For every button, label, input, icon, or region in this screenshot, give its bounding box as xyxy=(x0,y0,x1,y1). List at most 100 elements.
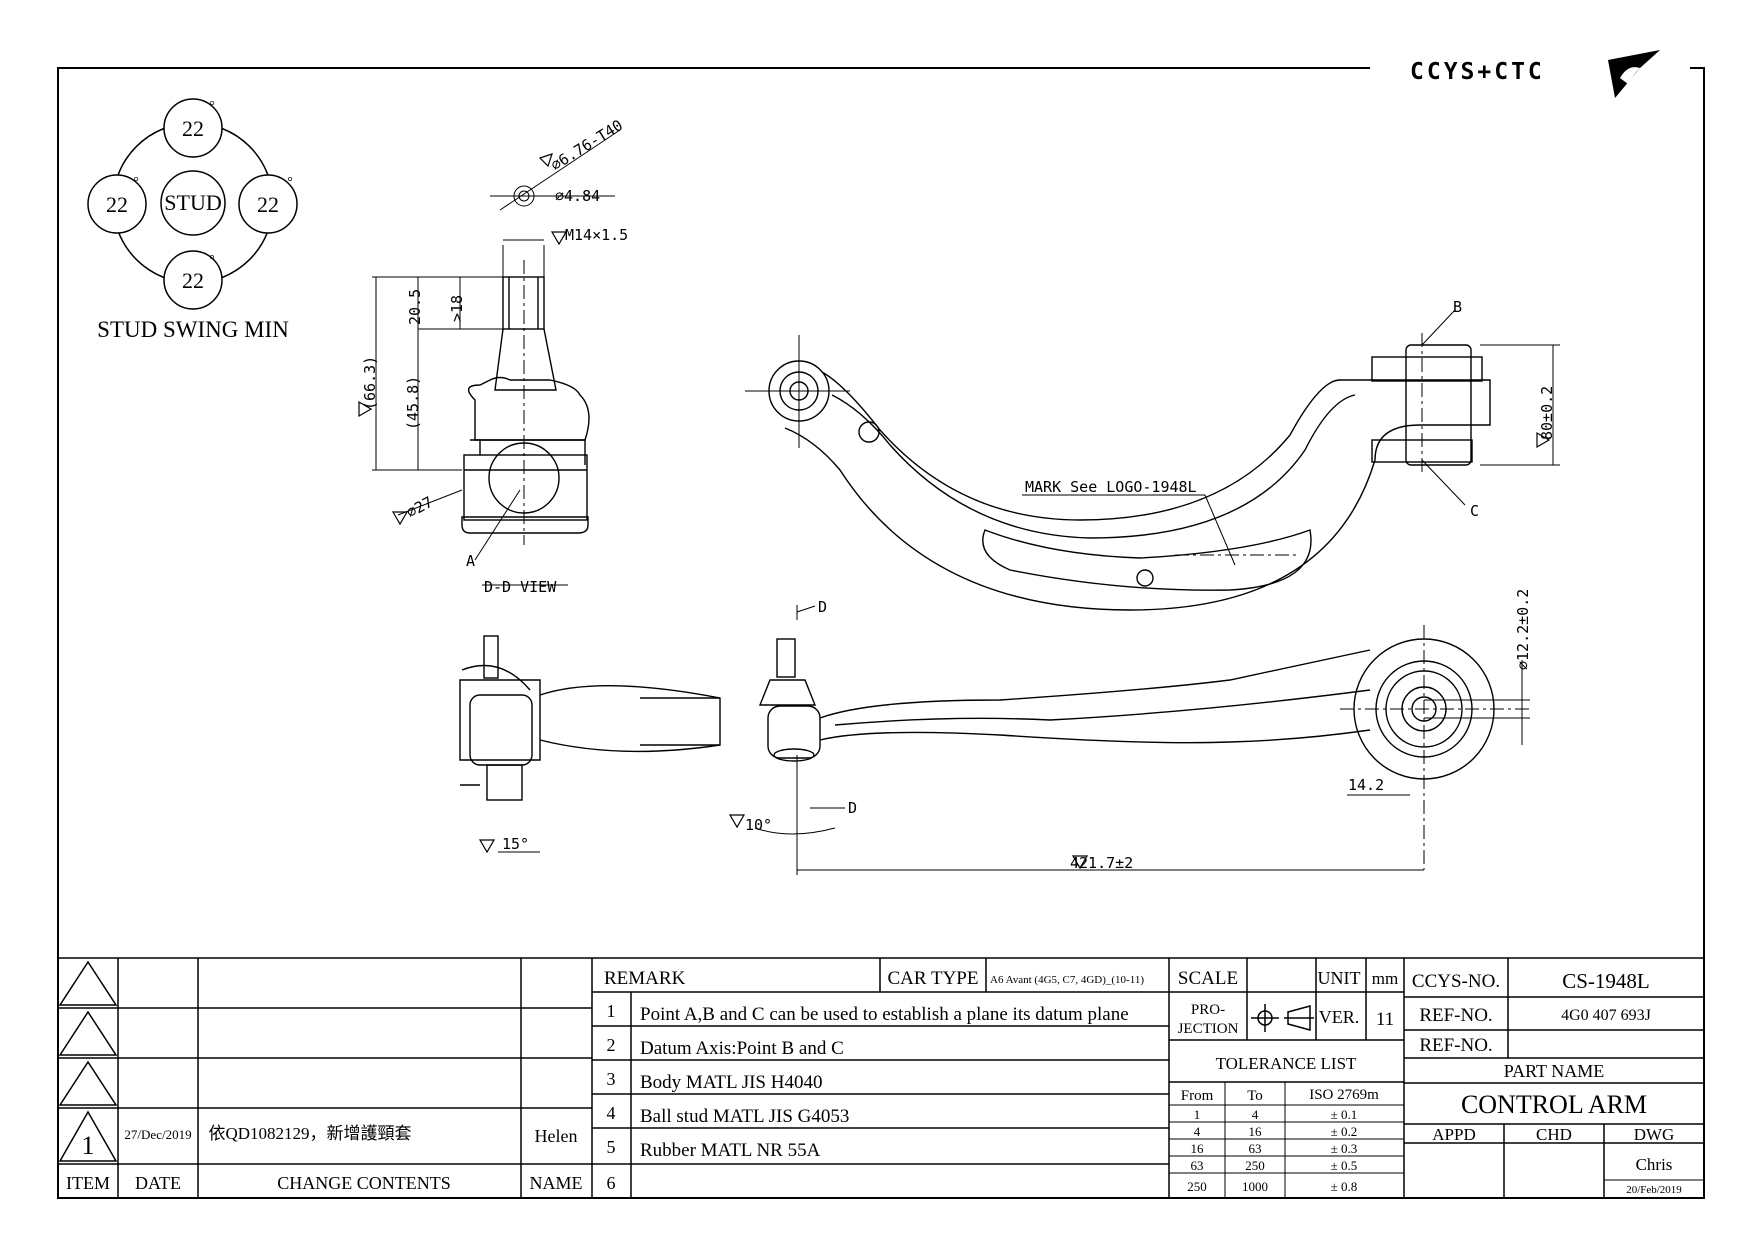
svg-text:B: B xyxy=(1453,298,1462,316)
tolerance-block-text: SCALE UNIT mm PRO- JECTION VER. 11 TOLER… xyxy=(1178,968,1399,1194)
svg-text:DATE: DATE xyxy=(135,1173,181,1193)
svg-text:1: 1 xyxy=(1194,1107,1201,1122)
svg-text:CHD: CHD xyxy=(1536,1125,1572,1144)
svg-text:4: 4 xyxy=(607,1103,616,1123)
svg-text:11: 11 xyxy=(1376,1009,1394,1030)
svg-text:CS-1948L: CS-1948L xyxy=(1562,969,1650,993)
svg-text:421.7±2: 421.7±2 xyxy=(1070,854,1133,872)
svg-text:20/Feb/2019: 20/Feb/2019 xyxy=(1626,1184,1682,1196)
svg-text:22: 22 xyxy=(182,116,204,141)
svg-text:∅4.84: ∅4.84 xyxy=(555,187,600,205)
svg-text:27/Dec/2019: 27/Dec/2019 xyxy=(124,1127,191,1142)
svg-text:D-D VIEW: D-D VIEW xyxy=(484,578,557,596)
svg-text:D: D xyxy=(848,799,857,817)
svg-text:CAR TYPE: CAR TYPE xyxy=(888,968,979,989)
svg-text:REMARK: REMARK xyxy=(604,968,686,989)
svg-text:22: 22 xyxy=(106,192,128,217)
svg-text:250: 250 xyxy=(1245,1158,1265,1173)
end-view-labels: 15° xyxy=(498,835,540,853)
svg-text:CHANGE CONTENTS: CHANGE CONTENTS xyxy=(277,1173,451,1193)
svg-text:22: 22 xyxy=(257,192,279,217)
svg-text:A6 Avant (4G5, C7, 4GD)_(10-11: A6 Avant (4G5, C7, 4GD)_(10-11) xyxy=(990,974,1144,986)
remark-table-grid xyxy=(592,958,1170,1198)
svg-text:5: 5 xyxy=(607,1137,616,1157)
svg-text:°: ° xyxy=(209,99,215,114)
dd-view-dimensions xyxy=(372,129,621,586)
svg-text:UNIT: UNIT xyxy=(1318,968,1361,988)
svg-text:°: ° xyxy=(133,175,139,190)
svg-text:15°: 15° xyxy=(502,835,529,853)
svg-text:CCYS-NO.: CCYS-NO. xyxy=(1412,971,1500,992)
svg-text:1: 1 xyxy=(82,1131,95,1160)
stud-swing-labels: 22 ° 22 ° 22 ° 22 ° STUD STUD SWING MIN xyxy=(97,99,293,342)
stud-swing-diagram xyxy=(87,98,298,310)
svg-text:CCYS+CTC: CCYS+CTC xyxy=(1410,59,1545,85)
svg-text:4: 4 xyxy=(1252,1107,1259,1122)
company-logo: CCYS+CTC xyxy=(1410,50,1660,98)
svg-text:1000: 1000 xyxy=(1242,1179,1268,1194)
svg-text:PRO-: PRO- xyxy=(1191,1002,1225,1018)
svg-text:JECTION: JECTION xyxy=(1178,1021,1239,1037)
svg-text:M14×1.5: M14×1.5 xyxy=(565,226,628,244)
svg-text:± 0.1: ± 0.1 xyxy=(1331,1107,1358,1122)
svg-text:20.5: 20.5 xyxy=(406,289,424,325)
svg-text:∅27: ∅27 xyxy=(403,493,435,522)
svg-text:DWG: DWG xyxy=(1634,1125,1675,1144)
svg-text:Datum Axis:Point B and C: Datum Axis:Point B and C xyxy=(640,1038,844,1059)
svg-text:(66.3): (66.3) xyxy=(361,356,379,410)
svg-text:63: 63 xyxy=(1249,1141,1262,1156)
svg-text:CONTROL ARM: CONTROL ARM xyxy=(1461,1090,1647,1119)
svg-text:From: From xyxy=(1181,1088,1214,1104)
svg-text:1: 1 xyxy=(607,1001,616,1021)
front-view-dimensions xyxy=(754,605,1530,875)
svg-text:22: 22 xyxy=(182,268,204,293)
front-view-labels: D D ∅12.2±0.2 14.2 10° 421.7±2 xyxy=(745,589,1532,872)
svg-text:C: C xyxy=(1470,502,1479,520)
svg-text:14.2: 14.2 xyxy=(1348,776,1384,794)
svg-text:PART NAME: PART NAME xyxy=(1504,1061,1604,1081)
svg-text:ITEM: ITEM xyxy=(66,1173,110,1193)
svg-text:Rubber MATL NR 55A: Rubber MATL NR 55A xyxy=(640,1140,821,1161)
datum-markers xyxy=(358,153,1551,870)
svg-text:°: ° xyxy=(287,175,293,190)
svg-text:4: 4 xyxy=(1194,1124,1201,1139)
svg-text:16: 16 xyxy=(1191,1141,1205,1156)
svg-text:∅12.2±0.2: ∅12.2±0.2 xyxy=(1514,589,1532,670)
top-view-dimensions xyxy=(745,309,1560,566)
svg-text:± 0.8: ± 0.8 xyxy=(1331,1179,1358,1194)
dd-view-ball-joint xyxy=(461,276,590,534)
svg-text:2: 2 xyxy=(607,1035,616,1055)
svg-text:APPD: APPD xyxy=(1432,1125,1475,1144)
top-view-labels: B C MARK See LOGO-1948L 80±0.2 xyxy=(1025,298,1556,520)
svg-text:NAME: NAME xyxy=(530,1173,583,1193)
svg-text:STUD: STUD xyxy=(164,190,221,215)
revision-table-grid xyxy=(58,957,1704,1198)
svg-text:>18: >18 xyxy=(448,295,466,322)
svg-text:依QD1082129，新增護頸套: 依QD1082129，新增護頸套 xyxy=(208,1124,411,1143)
sheet-frame xyxy=(57,67,1705,1199)
svg-text:Helen: Helen xyxy=(535,1126,578,1146)
svg-text:3: 3 xyxy=(607,1069,616,1089)
svg-text:°: ° xyxy=(209,253,215,268)
svg-text:MARK See LOGO-1948L: MARK See LOGO-1948L xyxy=(1025,478,1197,496)
svg-text:± 0.5: ± 0.5 xyxy=(1331,1158,1358,1173)
svg-text:80±0.2: 80±0.2 xyxy=(1538,386,1556,440)
remark-table-text: REMARK CAR TYPE A6 Avant (4G5, C7, 4GD)_… xyxy=(604,968,1144,1193)
svg-text:Body MATL JIS H4040: Body MATL JIS H4040 xyxy=(640,1072,822,1093)
svg-text:TOLERANCE LIST: TOLERANCE LIST xyxy=(1216,1054,1357,1073)
part-info-grid xyxy=(1404,958,1704,1198)
svg-text:± 0.3: ± 0.3 xyxy=(1331,1141,1358,1156)
svg-text:10°: 10° xyxy=(745,816,772,834)
svg-text:16: 16 xyxy=(1249,1124,1263,1139)
revision-table-text: 1 27/Dec/2019 依QD1082129，新增護頸套 Helen ITE… xyxy=(66,1124,583,1193)
svg-text:REF-NO.: REF-NO. xyxy=(1419,1035,1492,1056)
svg-text:SCALE: SCALE xyxy=(1178,968,1238,989)
svg-text:Chris: Chris xyxy=(1636,1155,1673,1174)
svg-text:VER.: VER. xyxy=(1319,1007,1360,1027)
svg-text:Ball stud MATL JIS G4053: Ball stud MATL JIS G4053 xyxy=(640,1106,849,1127)
svg-text:6: 6 xyxy=(607,1173,616,1193)
svg-text:63: 63 xyxy=(1191,1158,1204,1173)
svg-text:± 0.2: ± 0.2 xyxy=(1331,1124,1358,1139)
svg-text:ISO 2769m: ISO 2769m xyxy=(1309,1087,1379,1103)
